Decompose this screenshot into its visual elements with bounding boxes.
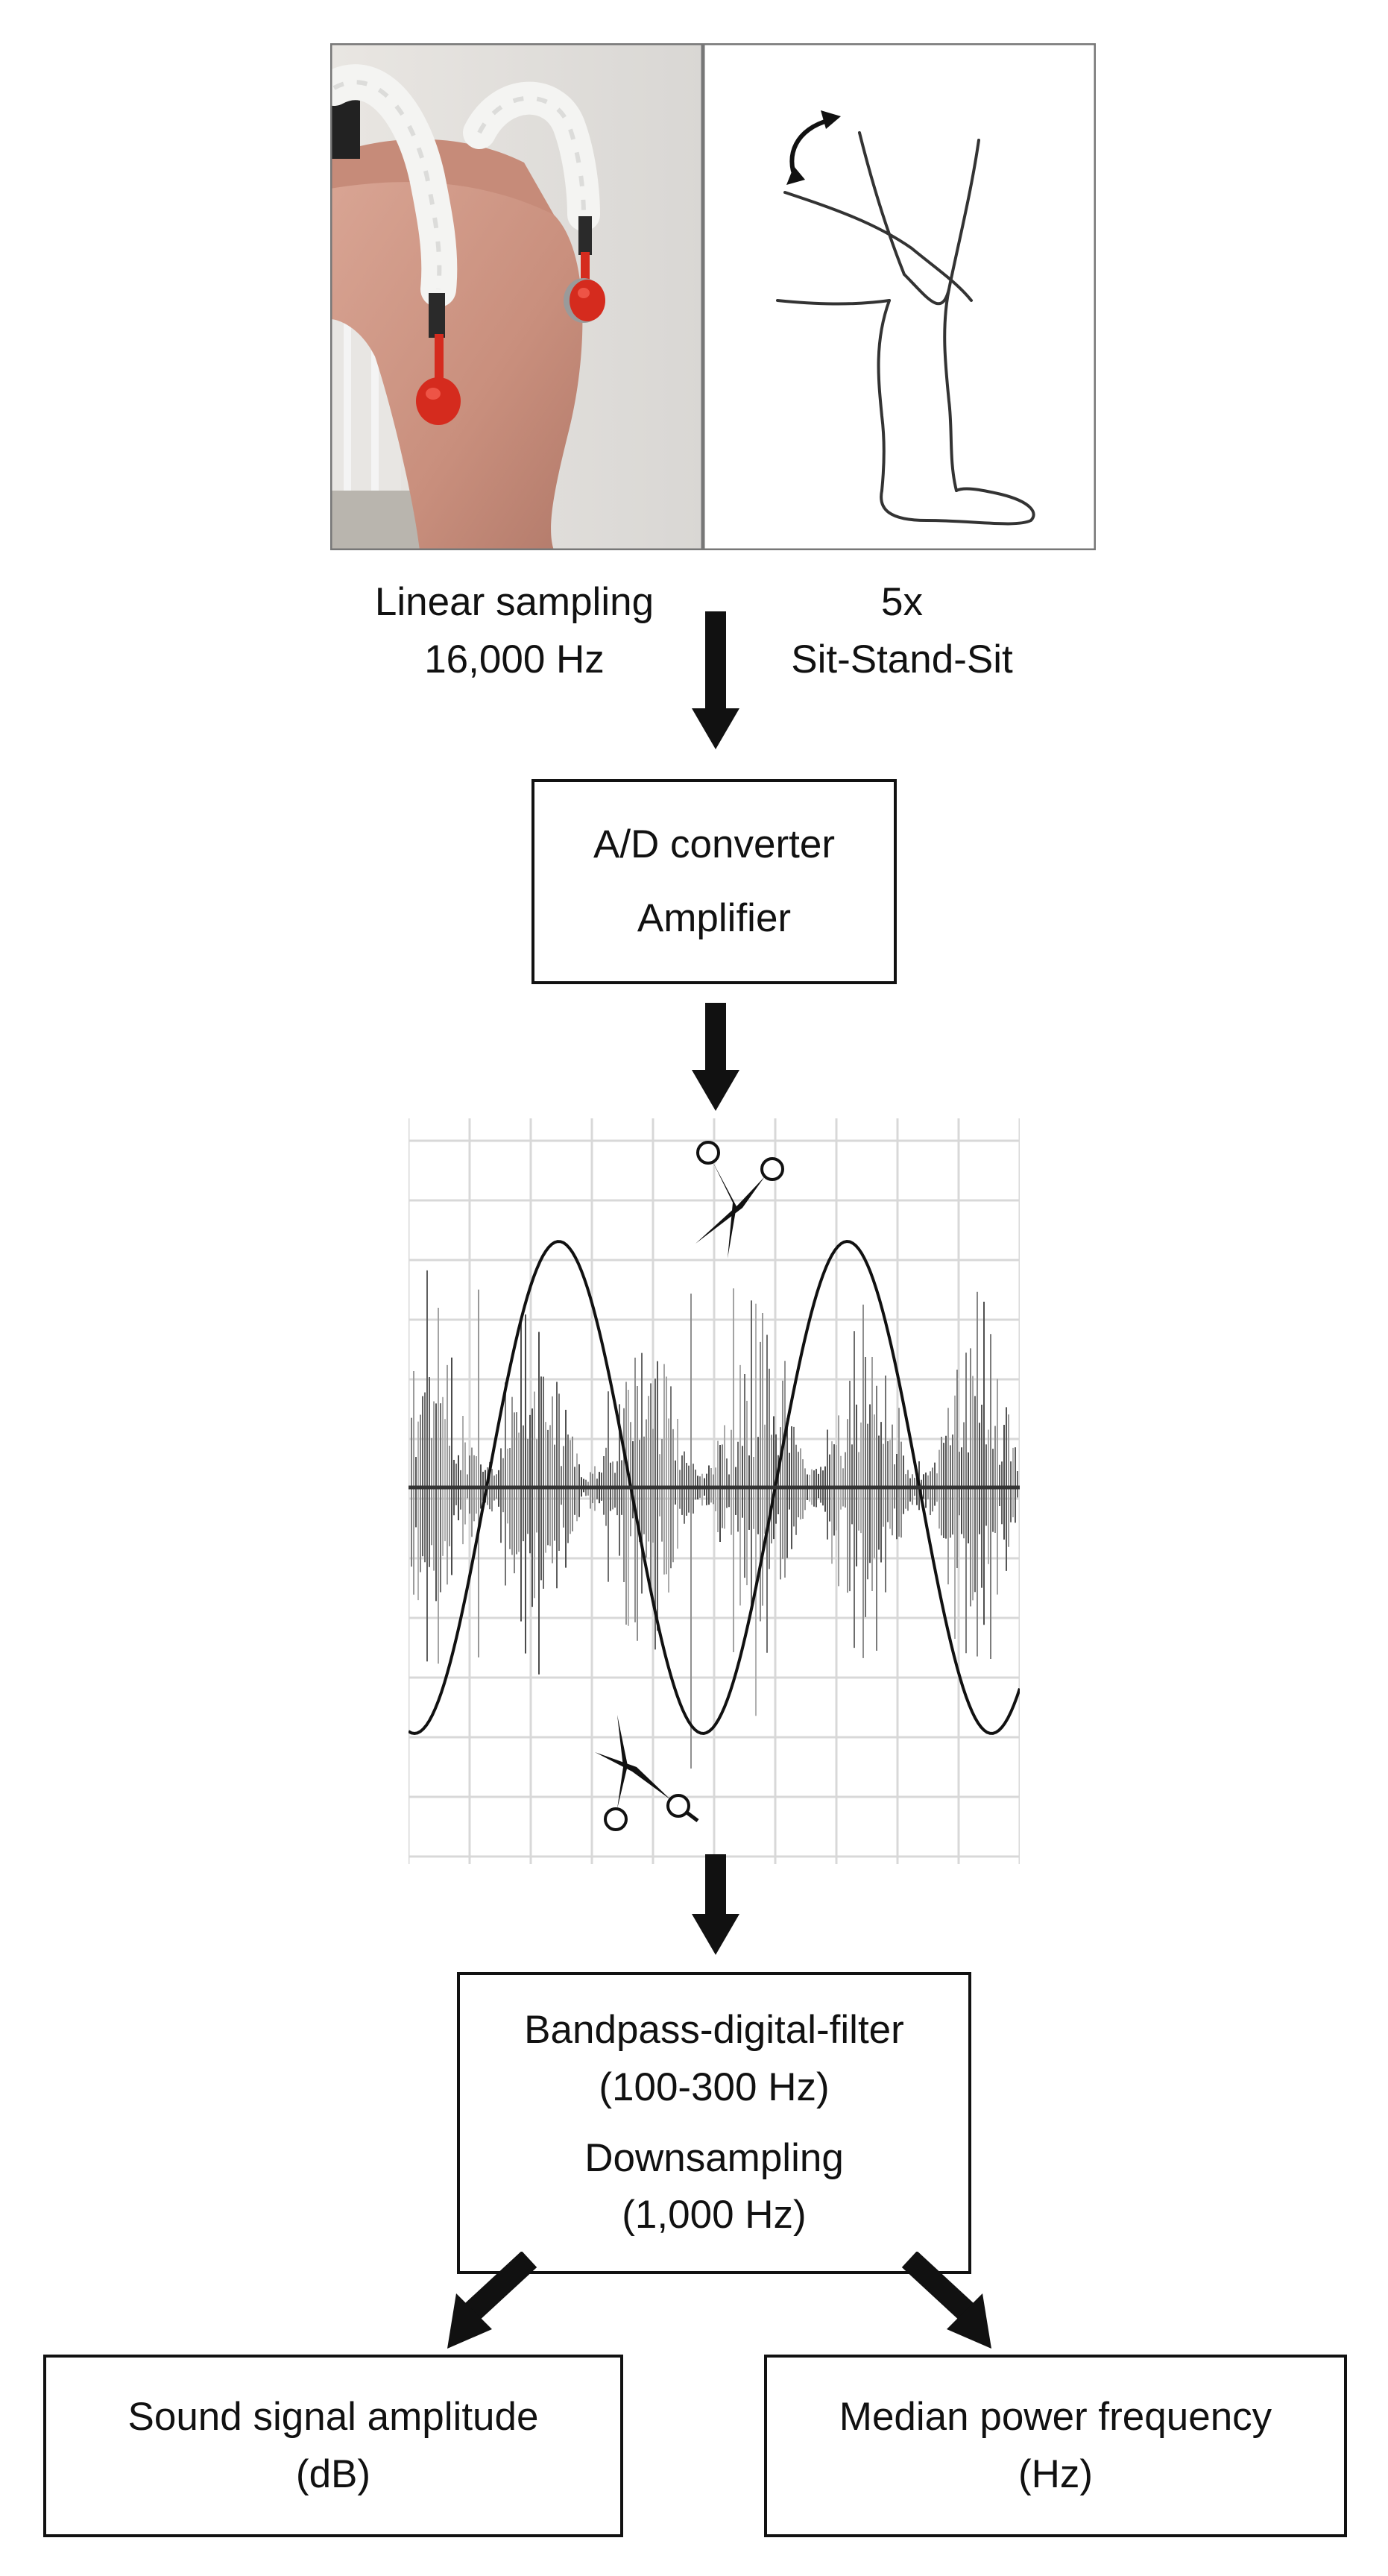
signal-panel (407, 1118, 1021, 1864)
frequency-unit: (Hz) (1018, 2451, 1094, 2496)
converter-box: A/D converter Amplifier (531, 779, 897, 984)
downsampling-rate-label: (1,000 Hz) (622, 2193, 807, 2238)
flow-arrow-left (447, 2252, 537, 2349)
sampling-rate-title: Linear sampling (374, 580, 654, 624)
protocol-label: 5x Sit-Stand-Sit (790, 574, 1014, 689)
amplifier-label: Amplifier (637, 895, 792, 940)
frequency-label: Median power frequency (839, 2394, 1272, 2439)
leg-sketch-panel (702, 42, 1097, 551)
knee-sensor-photo (316, 42, 704, 551)
scissors-icon (695, 1141, 784, 1259)
sine-envelope (408, 1239, 1021, 1736)
sampling-rate-value: 16,000 Hz (424, 637, 605, 681)
amplitude-unit: (dB) (295, 2451, 371, 2496)
protocol-task: Sit-Stand-Sit (791, 637, 1013, 681)
filter-type-label: Bandpass-digital-filter (524, 2007, 904, 2052)
flow-arrow-1 (692, 611, 739, 749)
sampling-label: Linear sampling 16,000 Hz (306, 574, 723, 689)
filter-band-label: (100-300 Hz) (599, 2065, 830, 2109)
flow-arrow-3 (692, 1854, 739, 1955)
knee-photo-panel (316, 42, 704, 551)
protocol-repetitions: 5x (881, 580, 923, 624)
leg-flexion-sketch (702, 42, 1097, 551)
converter-label: A/D converter (593, 822, 835, 866)
scissors-icon (595, 1715, 699, 1831)
amplitude-output-box: Sound signal amplitude (dB) (43, 2355, 623, 2537)
downsampling-label: Downsampling (584, 2135, 844, 2180)
amplitude-label: Sound signal amplitude (127, 2394, 539, 2439)
waveform-plot (407, 1118, 1021, 1864)
flow-arrow-2 (692, 1003, 739, 1111)
filter-box: Bandpass-digital-filter (100-300 Hz) Dow… (457, 1972, 971, 2274)
flow-arrow-right (901, 2252, 991, 2349)
frequency-output-box: Median power frequency (Hz) (764, 2355, 1347, 2537)
